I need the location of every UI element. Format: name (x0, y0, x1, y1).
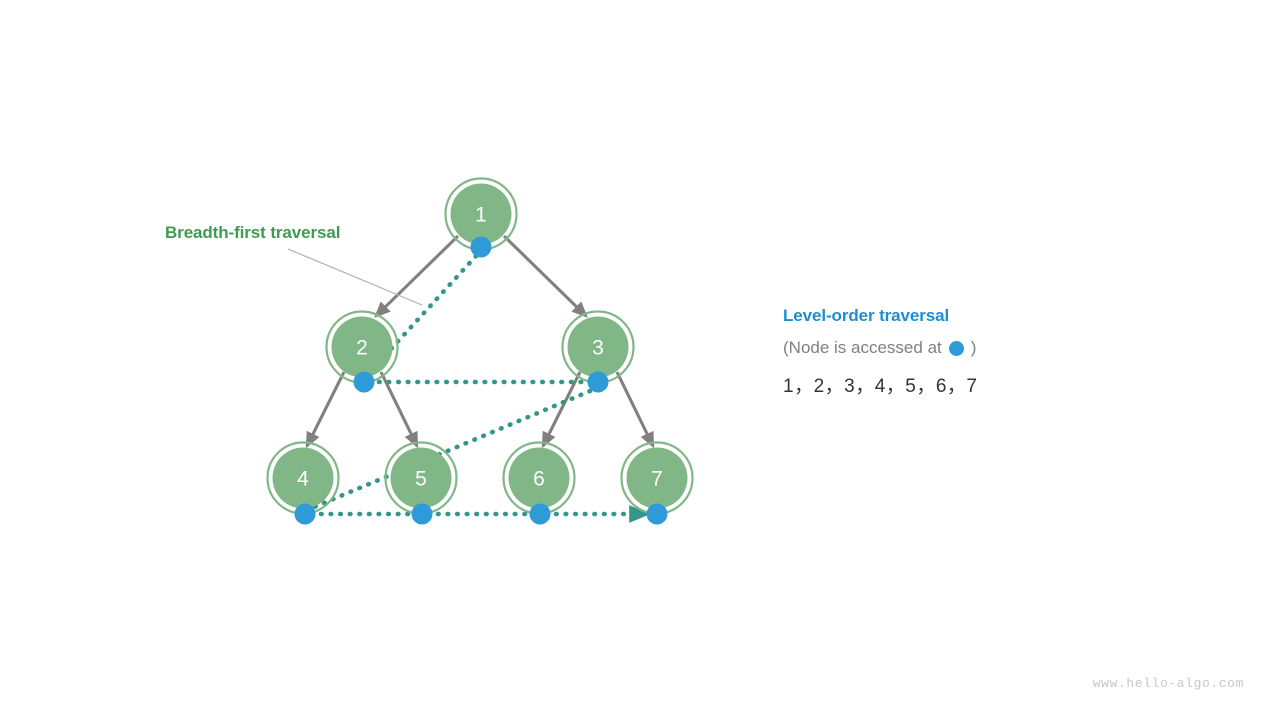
visit-dots (294, 236, 668, 525)
visit-dot-2 (353, 371, 375, 393)
bfs-label-leader-line (287, 248, 423, 306)
node-body (272, 447, 334, 509)
node-label: 3 (592, 337, 604, 360)
bfs-label: Breadth-first traversal (165, 223, 341, 242)
node-body (508, 447, 570, 509)
legend-subtitle: (Node is accessed at ) (783, 338, 1203, 358)
tree-nodes: 1 2 3 4 5 6 7 (266, 177, 694, 515)
edge-2-4 (305, 371, 346, 449)
visit-dot-5 (411, 503, 433, 525)
node-body (390, 447, 452, 509)
edge-3-6 (541, 371, 582, 449)
tree-node-4: 4 (266, 441, 340, 515)
visit-dot-icon (948, 340, 964, 356)
legend-title: Level-order traversal (783, 306, 950, 325)
node-label: 7 (651, 468, 663, 491)
legend-subtitle-before: (Node is accessed at (783, 338, 942, 357)
node-body (331, 316, 393, 378)
edge-2-5 (379, 371, 419, 449)
legend-panel: Level-order traversal (Node is accessed … (783, 306, 1203, 398)
watermark: www.hello-algo.com (1092, 676, 1244, 691)
path-3-4 (309, 388, 593, 511)
node-label: 4 (297, 468, 309, 491)
visit-dot-4 (294, 503, 316, 525)
node-body (450, 183, 512, 245)
tree-node-2: 2 (325, 310, 399, 384)
node-label: 6 (533, 468, 545, 491)
node-body (626, 447, 688, 509)
legend-subtitle-after: ) (970, 338, 977, 357)
tree-node-7: 7 (620, 441, 694, 515)
visit-dot-3 (587, 371, 609, 393)
tree-edges (305, 234, 655, 449)
tree-node-5: 5 (384, 441, 458, 515)
node-body (567, 316, 629, 378)
edge-1-3 (502, 234, 588, 318)
visit-dot-6 (529, 503, 551, 525)
node-label: 5 (415, 468, 427, 491)
edge-3-7 (615, 371, 655, 449)
visit-dot-1 (470, 236, 492, 258)
edge-1-2 (374, 234, 460, 318)
traversal-sequence: 1，2，3，4，5，6，7 (783, 376, 978, 397)
node-label: 2 (356, 337, 368, 360)
node-label: 1 (475, 204, 487, 227)
tree-node-6: 6 (502, 441, 576, 515)
visit-dot-7 (646, 503, 668, 525)
